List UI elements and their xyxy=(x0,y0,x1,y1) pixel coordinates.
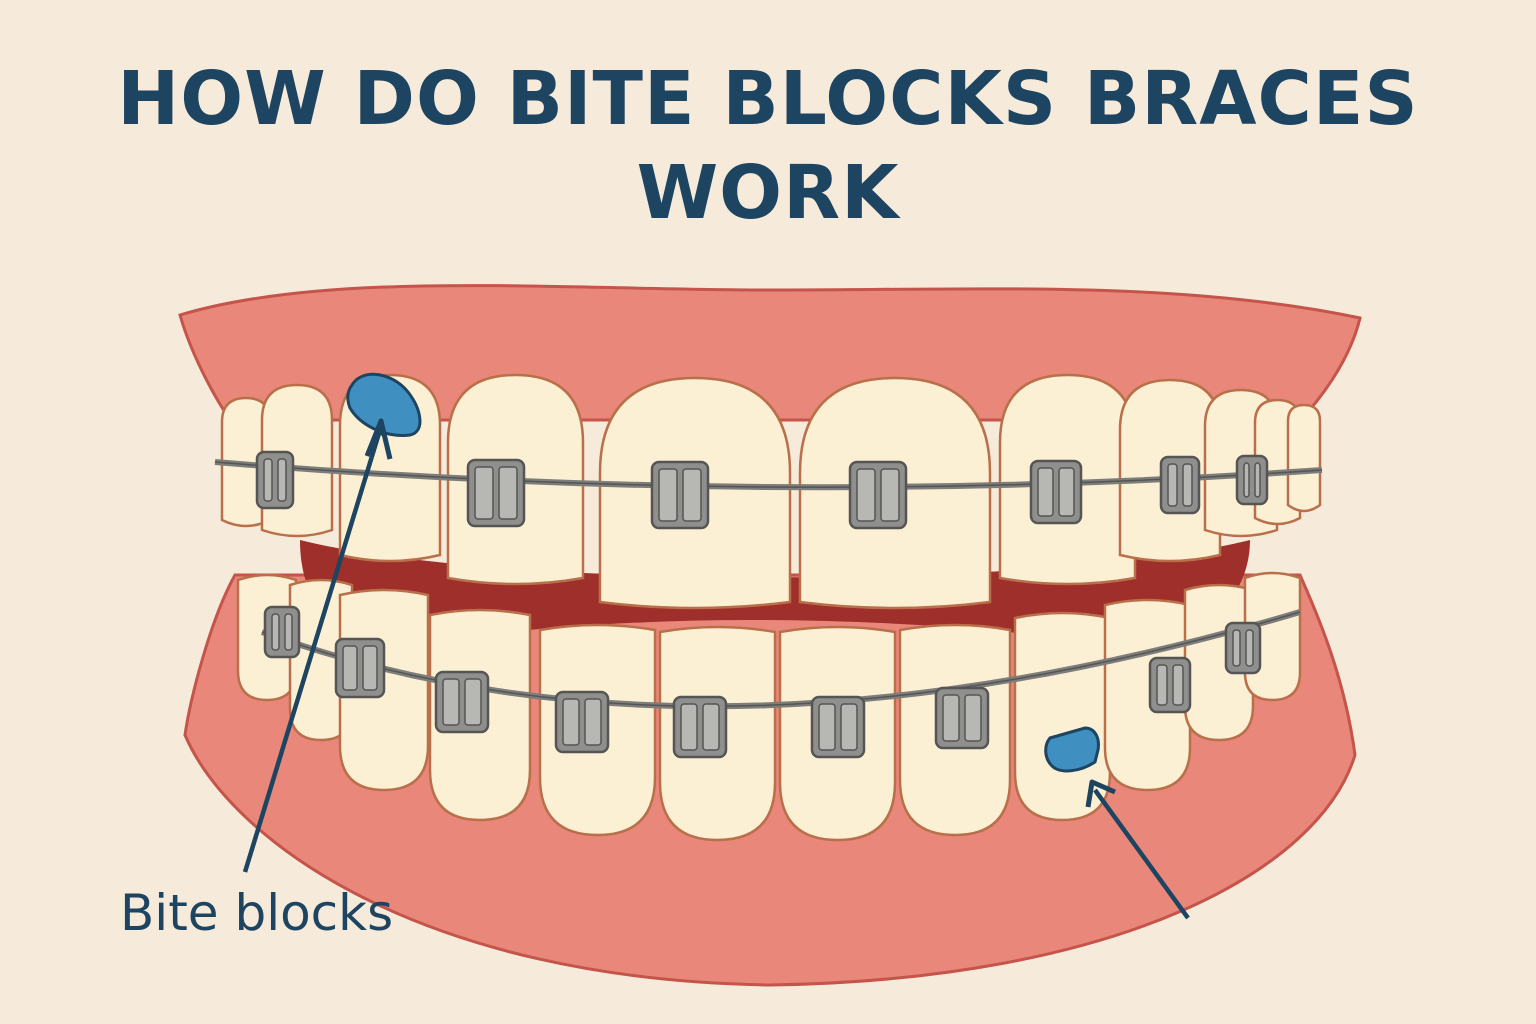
title-line-1: HOW DO BITE BLOCKS BRACES xyxy=(117,56,1419,142)
arrow-head-upper xyxy=(364,418,393,460)
lower-bracket xyxy=(934,686,990,750)
lower-bracket xyxy=(263,605,301,659)
lower-bracket xyxy=(1224,621,1262,675)
upper-braces xyxy=(214,450,1323,530)
lower-bracket xyxy=(672,695,728,759)
upper-bracket xyxy=(466,458,526,528)
upper-bracket xyxy=(1159,455,1201,515)
upper-tooth xyxy=(1286,403,1322,513)
lower-bracket xyxy=(434,670,490,734)
lower-bite-block xyxy=(1044,726,1100,773)
upper-bite-block xyxy=(346,372,422,437)
upper-bracket xyxy=(1235,454,1269,506)
page-title: HOW DO BITE BLOCKS BRACES WORK xyxy=(0,52,1536,240)
upper-bracket xyxy=(1029,459,1083,525)
upper-bracket xyxy=(255,450,295,510)
lower-bracket xyxy=(554,690,610,754)
upper-bracket xyxy=(650,460,710,530)
upper-bracket xyxy=(848,460,908,530)
lower-bracket xyxy=(1148,656,1192,714)
arrow-to-upper-block xyxy=(242,425,384,873)
lower-tooth xyxy=(1013,611,1112,822)
bite-blocks-label: Bite blocks xyxy=(120,884,394,942)
arrow-head-lower xyxy=(1085,779,1116,808)
lower-bracket xyxy=(334,637,386,699)
lower-bracket xyxy=(810,695,866,759)
title-line-2: WORK xyxy=(636,150,900,236)
arrow-to-lower-block xyxy=(1093,788,1190,920)
lower-braces xyxy=(260,605,1301,759)
